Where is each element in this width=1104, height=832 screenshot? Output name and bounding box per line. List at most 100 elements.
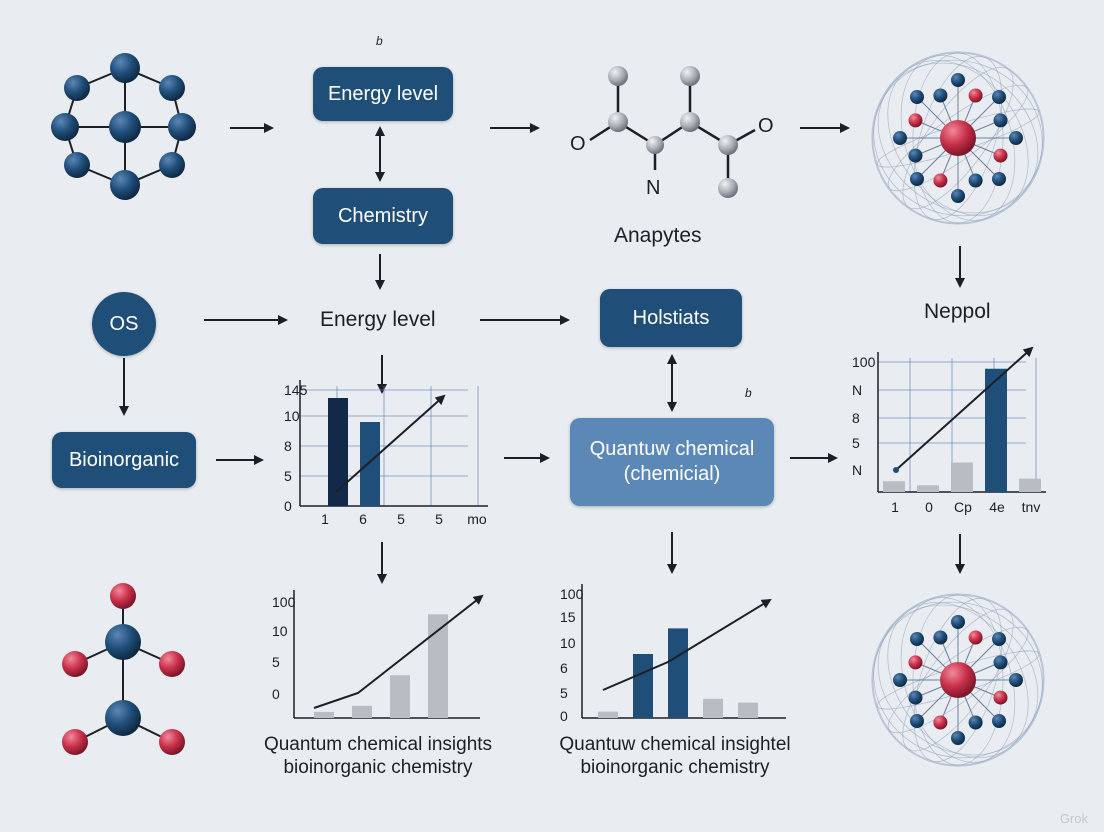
bar (360, 422, 380, 506)
x-tick-label: 1 (321, 511, 329, 527)
y-tick-label: N (852, 462, 862, 478)
y-tick-label: 5 (852, 435, 860, 451)
trend-line (313, 594, 484, 709)
atom-o-left-label: O (570, 133, 586, 155)
bar (598, 711, 618, 718)
electron-dot (933, 88, 948, 103)
os-node: OS (92, 292, 156, 356)
proton-dot (933, 173, 948, 188)
molecule-network-icon (51, 53, 196, 200)
trend-line (602, 598, 772, 691)
electron-dot (992, 89, 1007, 104)
bioinorganic-box: Bioinorganic (52, 432, 196, 488)
tetrahedral-molecule-icon (62, 583, 185, 755)
bar (917, 485, 939, 492)
y-tick-label: 5 (560, 685, 568, 701)
y-tick-label: 15 (560, 609, 576, 625)
quantum-box-line2: (chemicial) (623, 463, 721, 485)
y-tick-label: 100 (560, 586, 584, 602)
bar (428, 614, 448, 718)
electron-dot (933, 630, 948, 645)
y-tick-label: N (852, 382, 862, 398)
x-tick-label: 0 (925, 499, 933, 515)
electron-dot (968, 173, 983, 188)
x-tick-label: mo (467, 511, 487, 527)
chemistry-box: Chemistry (313, 188, 453, 244)
electron-dot (1009, 131, 1023, 145)
mini-chart: 0 5 10 100 (272, 590, 484, 719)
bar (390, 675, 410, 718)
x-tick-label: 1 (891, 499, 899, 515)
os-node-label: OS (109, 312, 139, 335)
holstiats-box: Holstiats (600, 289, 742, 347)
stray-mark: b (376, 34, 383, 48)
bar (668, 628, 688, 718)
caption-left-line1: Quantum chemical insights (263, 734, 493, 755)
electron-dot (893, 131, 907, 145)
y-tick-label: 5 (272, 654, 280, 670)
y-tick-label: 0 (272, 686, 280, 702)
x-tick-label: 5 (435, 511, 443, 527)
electron-dot (951, 615, 965, 629)
bar (1019, 478, 1041, 492)
caption-right-line1: Quantuw chemical insightel (559, 734, 791, 755)
electron-dot (993, 655, 1008, 670)
energy-level-box-label: Energy level (327, 82, 439, 105)
watermark: Grok (1059, 811, 1088, 826)
mini-chart: 0 5 6 10 15 100 (560, 584, 786, 724)
bar (703, 698, 723, 718)
electron-dot (951, 189, 965, 203)
trend-start-point (893, 467, 899, 473)
caption-right-line2: bioinorganic chemistry (580, 756, 770, 778)
proton-dot (908, 655, 923, 670)
bar (883, 481, 905, 492)
y-tick-label: 0 (284, 498, 292, 514)
quantum-chemical-box: Quantuw chemical (chemicial) (570, 418, 774, 506)
proton-dot (993, 148, 1008, 163)
electron-dot (992, 714, 1007, 729)
proton-dot (968, 88, 983, 103)
electron-dot (968, 715, 983, 730)
chemistry-box-label: Chemistry (337, 204, 428, 227)
electron-dot (951, 73, 965, 87)
x-tick-label: 4e (989, 499, 1005, 515)
electron-dot (908, 690, 923, 705)
x-tick-label: Cp (954, 499, 972, 515)
bar (951, 462, 973, 492)
proton-dot (908, 113, 923, 128)
y-tick-label: 145 (284, 382, 308, 398)
energy-level-box: Energy level (313, 67, 453, 121)
trend-line (335, 394, 446, 493)
y-tick-label: 5 (284, 468, 292, 484)
x-tick-label: 6 (359, 511, 367, 527)
y-tick-label: 6 (560, 660, 568, 676)
electron-dot (992, 172, 1007, 187)
energy-level-text: Energy level (320, 308, 436, 331)
y-tick-label: 8 (852, 410, 860, 426)
electron-dot (908, 148, 923, 163)
bar (633, 654, 653, 718)
anapytes-label: Anapytes (614, 224, 702, 247)
y-tick-label: 10 (272, 623, 288, 639)
electron-dot (909, 714, 924, 729)
electron-dot (893, 673, 907, 687)
x-tick-label: 5 (397, 511, 405, 527)
y-tick-label: 8 (284, 438, 292, 454)
bar (738, 702, 758, 718)
atom-o-right-label: O (758, 115, 774, 137)
x-tick-label: tnv (1022, 499, 1041, 515)
y-tick-label: 10 (560, 635, 576, 651)
holstiats-box-label: Holstiats (632, 306, 710, 329)
atom-model-icon (871, 593, 1045, 767)
proton-dot (933, 715, 948, 730)
y-tick-label: 0 (560, 708, 568, 724)
y-tick-label: 100 (272, 594, 296, 610)
neppol-label: Neppol (924, 300, 991, 323)
connector-arrows (119, 123, 965, 584)
stray-mark: b (745, 386, 752, 400)
electron-dot (993, 113, 1008, 128)
